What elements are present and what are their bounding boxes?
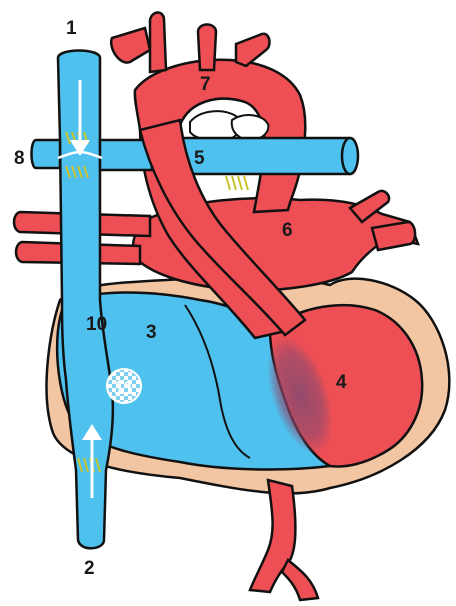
brachiocephalic-artery [111,28,150,63]
label-3: 3 [146,322,157,343]
aortic-branch-lower [282,560,318,600]
label-1: 1 [66,18,77,39]
left-subclavian-artery [236,34,269,66]
pulmonary-vein-right-lower [372,222,415,250]
label-4: 4 [336,372,347,393]
label-2: 2 [84,558,95,579]
label-7: 7 [200,74,211,95]
arch-gap-right [232,115,269,140]
label-8: 8 [14,148,25,169]
pulmonary-artery-end [342,138,358,174]
label-10: 10 [86,314,107,335]
label-5: 5 [194,148,205,169]
label-11: 11 [114,378,135,399]
carotid-artery [198,25,216,71]
pulmonary-artery-left [32,140,61,168]
suture-marks-pulmonary [226,176,248,190]
label-6: 6 [282,220,293,241]
subclavian-branch [150,13,166,73]
